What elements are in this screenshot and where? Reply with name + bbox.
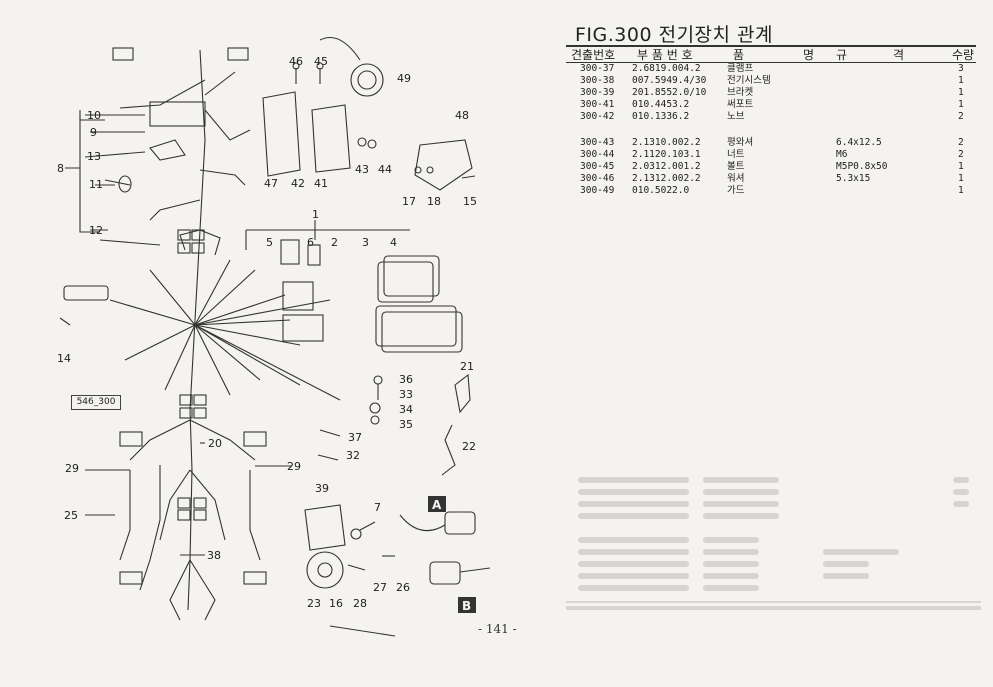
callout-21: 21 bbox=[460, 360, 474, 373]
callout-11: 11 bbox=[89, 178, 103, 191]
callout-5: 5 bbox=[266, 236, 273, 249]
callout-29-right: 29 bbox=[287, 460, 301, 473]
callout-48: 48 bbox=[455, 109, 469, 122]
header-no: 견출번호 bbox=[571, 48, 616, 62]
callout-43: 43 bbox=[355, 163, 369, 176]
callout-41: 41 bbox=[314, 177, 328, 190]
callout-7: 7 bbox=[374, 501, 381, 514]
callout-37: 37 bbox=[348, 431, 362, 444]
header-name-a: 품 bbox=[733, 48, 745, 62]
callout-42: 42 bbox=[291, 177, 305, 190]
header-part: 부 품 번 호 bbox=[637, 48, 693, 62]
tag-b: B bbox=[462, 599, 471, 613]
callout-20: 20 bbox=[208, 437, 222, 450]
figure-reference: 546_300 bbox=[71, 395, 121, 410]
callout-6: 6 bbox=[307, 236, 314, 249]
callout-16: 16 bbox=[329, 597, 343, 610]
header-spec-a: 규 bbox=[836, 48, 848, 62]
wiring-harness-diagram: 1 2 3 4 5 6 7 8 9 10 11 12 13 14 15 16 1… bbox=[57, 36, 491, 637]
callout-15: 15 bbox=[463, 195, 477, 208]
callout-35: 35 bbox=[399, 418, 413, 431]
callout-3: 3 bbox=[362, 236, 369, 249]
callout-36: 36 bbox=[399, 373, 413, 386]
figure-title: FIG.300 전기장치 관계 bbox=[575, 24, 774, 46]
tag-a-box bbox=[428, 496, 446, 512]
callout-29-left: 29 bbox=[65, 462, 79, 475]
callout-9: 9 bbox=[90, 126, 97, 139]
callout-25: 25 bbox=[64, 509, 78, 522]
callout-46: 46 bbox=[289, 55, 303, 68]
callout-14: 14 bbox=[57, 352, 71, 365]
header-divider bbox=[566, 62, 976, 63]
callout-44: 44 bbox=[378, 163, 392, 176]
callout-32: 32 bbox=[346, 449, 360, 462]
callout-33: 33 bbox=[399, 388, 413, 401]
callout-26: 26 bbox=[396, 581, 410, 594]
callout-10: 10 bbox=[87, 109, 101, 122]
callout-4: 4 bbox=[390, 236, 397, 249]
callout-23: 23 bbox=[307, 597, 321, 610]
callout-1: 1 bbox=[312, 208, 319, 221]
callout-39: 39 bbox=[315, 482, 329, 495]
bleed-through-texture bbox=[566, 477, 981, 610]
callout-34: 34 bbox=[399, 403, 413, 416]
callout-17: 17 bbox=[402, 195, 416, 208]
callout-28: 28 bbox=[353, 597, 367, 610]
callout-27: 27 bbox=[373, 581, 387, 594]
callout-38: 38 bbox=[207, 549, 221, 562]
header-name-b: 명 bbox=[803, 48, 815, 62]
callout-13: 13 bbox=[87, 150, 101, 163]
callout-49: 49 bbox=[397, 72, 411, 85]
callout-47: 47 bbox=[264, 177, 278, 190]
callout-12: 12 bbox=[89, 224, 103, 237]
title-divider bbox=[566, 45, 976, 47]
callout-45: 45 bbox=[314, 55, 328, 68]
callout-8: 8 bbox=[57, 162, 64, 175]
tag-a: A bbox=[432, 498, 442, 512]
header-spec-b: 격 bbox=[893, 48, 905, 62]
header-qty: 수량 bbox=[952, 48, 975, 62]
callout-18: 18 bbox=[427, 195, 441, 208]
callout-22: 22 bbox=[462, 440, 476, 453]
callout-2: 2 bbox=[331, 236, 338, 249]
page-number: - 141 - bbox=[478, 622, 517, 636]
tag-b-box bbox=[458, 597, 476, 613]
